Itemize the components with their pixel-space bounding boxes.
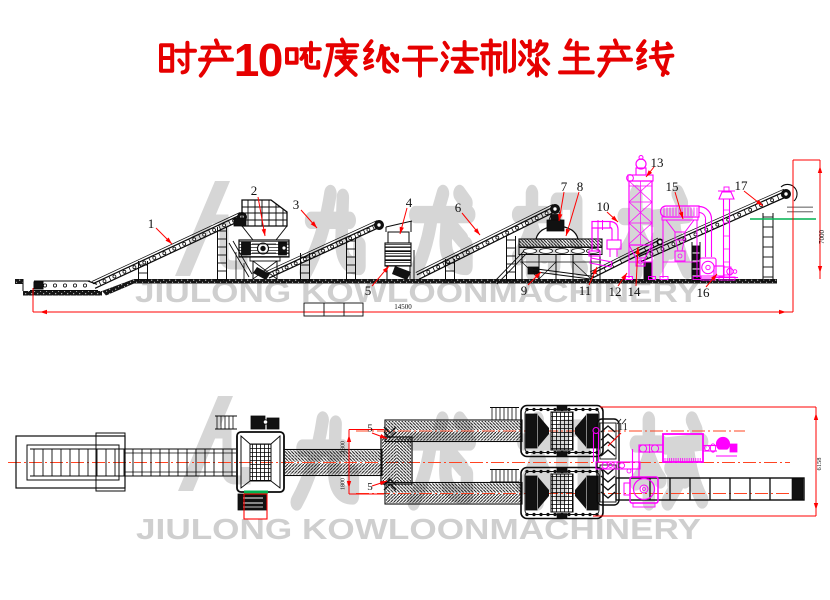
svg-text:17: 17 <box>735 178 749 193</box>
svg-text:7000: 7000 <box>818 230 826 245</box>
svg-text:14500: 14500 <box>394 303 412 311</box>
svg-text:5: 5 <box>367 481 373 493</box>
svg-text:2: 2 <box>251 183 258 198</box>
svg-text:0: 0 <box>258 34 284 86</box>
svg-text:3: 3 <box>293 197 300 212</box>
svg-text:5: 5 <box>365 283 372 298</box>
svg-text:JIULONG KOWLOONMACHINERY: JIULONG KOWLOONMACHINERY <box>136 514 701 546</box>
svg-text:1: 1 <box>148 216 155 231</box>
svg-text:1800: 1800 <box>341 441 347 453</box>
svg-text:11: 11 <box>618 422 628 433</box>
svg-text:7: 7 <box>561 179 568 194</box>
svg-text:14: 14 <box>628 284 642 299</box>
svg-text:12: 12 <box>609 284 622 299</box>
svg-text:1: 1 <box>234 34 260 86</box>
svg-text:13: 13 <box>651 155 664 170</box>
svg-text:8: 8 <box>577 179 584 194</box>
svg-text:16: 16 <box>697 285 711 300</box>
svg-text:4: 4 <box>406 195 413 210</box>
svg-text:9: 9 <box>521 283 528 298</box>
svg-text:1800: 1800 <box>341 478 347 490</box>
svg-text:11: 11 <box>579 283 592 298</box>
svg-text:6: 6 <box>455 200 462 215</box>
svg-text:5: 5 <box>367 423 373 435</box>
svg-text:6158: 6158 <box>816 458 823 471</box>
svg-text:15: 15 <box>666 179 679 194</box>
svg-text:10: 10 <box>597 199 610 214</box>
